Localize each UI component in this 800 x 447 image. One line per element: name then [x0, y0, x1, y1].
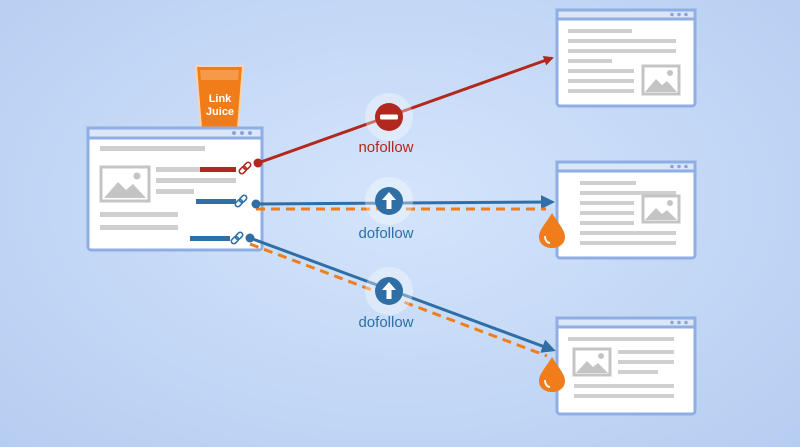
text-line: [618, 350, 674, 354]
text-line: [580, 221, 634, 225]
minus-circle-icon: [375, 103, 403, 131]
link-type-label: dofollow: [358, 314, 413, 331]
link-juice-glass: Link Juice: [194, 65, 245, 129]
image-placeholder-icon: [641, 194, 681, 224]
window-dot-icon: [232, 131, 236, 135]
text-line: [568, 39, 676, 43]
text-line: [568, 69, 634, 73]
window-dot-icon: [677, 164, 681, 169]
window-dot-icon: [684, 12, 688, 17]
text-line: [580, 211, 634, 215]
text-line: [100, 212, 178, 217]
dofollow-connection: [251, 195, 555, 211]
arrow-up-circle-icon: [375, 187, 403, 215]
window-dot-icon: [684, 320, 688, 325]
text-line: [568, 337, 674, 341]
text-line: [100, 225, 178, 230]
text-line: [568, 49, 676, 53]
window-dot-icon: [677, 320, 681, 325]
chain-link-icon: [234, 194, 248, 208]
nofollow-link-anchor: [200, 167, 236, 172]
window-dot-icon: [670, 12, 674, 17]
text-line: [574, 384, 674, 388]
link-juice-label-line1: Link: [209, 93, 232, 105]
window-dot-icon: [677, 12, 681, 17]
text-line: [156, 189, 194, 194]
text-line: [618, 370, 658, 374]
dofollow-link-anchor: [190, 236, 230, 241]
chain-link-icon: [238, 161, 252, 175]
text-line: [156, 178, 236, 183]
text-line: [568, 29, 632, 33]
text-line: [580, 241, 676, 245]
dofollow-badge: dofollow: [358, 267, 414, 331]
text-line: [100, 146, 205, 151]
image-placeholder-icon: [99, 165, 151, 203]
link-juice-label-line2: Juice: [206, 106, 234, 118]
text-line: [568, 59, 612, 63]
target-page-window: [555, 8, 697, 108]
dofollow-badge: dofollow: [358, 177, 414, 242]
target-page-window: [539, 160, 697, 260]
text-line: [568, 89, 634, 93]
text-line: [574, 394, 674, 398]
arrow-up-circle-icon: [375, 277, 403, 305]
text-line: [568, 79, 634, 83]
target-page-window: [539, 316, 697, 416]
text-line: [580, 191, 676, 195]
link-type-label: nofollow: [358, 139, 413, 156]
dofollow-link-anchor: [196, 199, 236, 204]
text-line: [580, 181, 636, 185]
nofollow-badge: nofollow: [358, 93, 414, 156]
window-dot-icon: [670, 320, 674, 325]
text-line: [580, 201, 634, 205]
image-placeholder-icon: [641, 64, 681, 96]
window-dot-icon: [248, 131, 252, 135]
source-page-window: [86, 126, 264, 252]
nofollow-connection: [253, 55, 554, 168]
window-dot-icon: [670, 164, 674, 169]
chain-link-icon: [230, 231, 244, 245]
window-dot-icon: [240, 131, 244, 135]
text-line: [580, 231, 676, 235]
image-placeholder-icon: [572, 347, 612, 377]
text-line: [618, 360, 674, 364]
link-type-label: dofollow: [358, 225, 413, 242]
text-line: [156, 167, 200, 172]
window-dot-icon: [684, 164, 688, 169]
